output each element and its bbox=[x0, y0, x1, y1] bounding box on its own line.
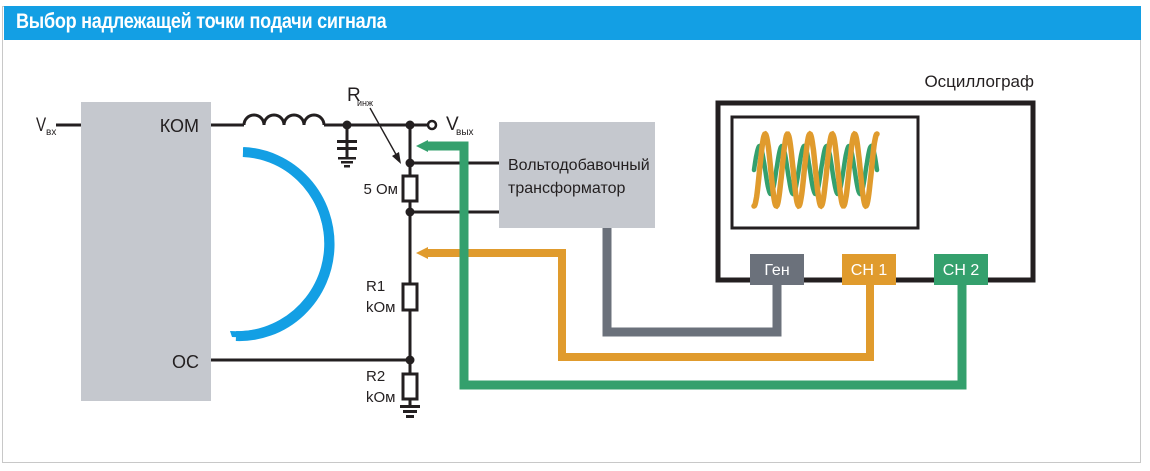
vout-label: V bbox=[446, 114, 459, 135]
oscilloscope-ports: Ген CH 1 CH 2 bbox=[750, 254, 988, 285]
r2-unit: kОм bbox=[366, 389, 395, 406]
rinj-resistor bbox=[401, 174, 419, 203]
ground-icon bbox=[338, 157, 356, 168]
vout-sub-label: вых bbox=[456, 127, 474, 138]
vin-label: V bbox=[36, 113, 47, 135]
feedback-arc bbox=[235, 147, 335, 342]
port-box[interactable] bbox=[750, 254, 804, 285]
ch2-probe-tip bbox=[416, 140, 428, 152]
port-label: CH 1 bbox=[851, 262, 888, 279]
rinj-arrow bbox=[369, 107, 399, 159]
r1-name: R1 bbox=[366, 278, 385, 295]
port-ch-1[interactable]: CH 1 bbox=[842, 254, 896, 285]
pin-oc-label: ОС bbox=[172, 352, 199, 372]
capacitor bbox=[337, 140, 357, 143]
transformer-label-line2: трансформатор bbox=[508, 180, 626, 197]
inductor bbox=[242, 113, 326, 126]
rinj-label: R bbox=[347, 85, 361, 106]
ch1-cable bbox=[428, 249, 874, 361]
port-ген[interactable]: Ген bbox=[750, 254, 804, 285]
r1-unit: kОм bbox=[366, 299, 395, 316]
r2-resistor bbox=[401, 372, 419, 401]
port-label: CH 2 bbox=[943, 262, 980, 279]
rinj-arrowhead bbox=[392, 152, 401, 164]
title-bar: Выбор надлежащей точки подачи сигнала bbox=[4, 6, 1141, 40]
feedback-loop-arrow bbox=[230, 148, 333, 338]
ch1-probe-tip bbox=[416, 247, 428, 259]
oscilloscope-label: Осциллограф bbox=[924, 72, 1034, 91]
transformer-block bbox=[499, 122, 655, 228]
ch2-cable bbox=[428, 141, 967, 390]
trace-ch-1 bbox=[751, 130, 880, 210]
pin-kom-label: КОМ bbox=[160, 116, 199, 136]
regulator-block bbox=[81, 102, 211, 401]
vin-sub-label: вх bbox=[46, 127, 56, 138]
rinj-sub-label: инж bbox=[357, 98, 373, 108]
capacitor-plate bbox=[337, 147, 357, 150]
diagram-title: Выбор надлежащей точки подачи сигнала bbox=[16, 10, 387, 33]
r1-resistor bbox=[401, 282, 419, 312]
transformer-label-line1: Вольтодобавочный bbox=[508, 157, 650, 174]
ground-icon bbox=[400, 405, 420, 418]
port-ch-2[interactable]: CH 2 bbox=[934, 254, 988, 285]
port-box[interactable] bbox=[842, 254, 896, 285]
junction-dot bbox=[405, 120, 415, 130]
oscilloscope-traces bbox=[751, 130, 880, 210]
output-terminal[interactable] bbox=[426, 119, 438, 131]
port-label: Ген bbox=[764, 262, 789, 279]
rinj-value: 5 Ом bbox=[364, 181, 399, 198]
r2-name: R2 bbox=[366, 368, 385, 385]
port-box[interactable] bbox=[934, 254, 988, 285]
gen-cable bbox=[602, 228, 782, 337]
